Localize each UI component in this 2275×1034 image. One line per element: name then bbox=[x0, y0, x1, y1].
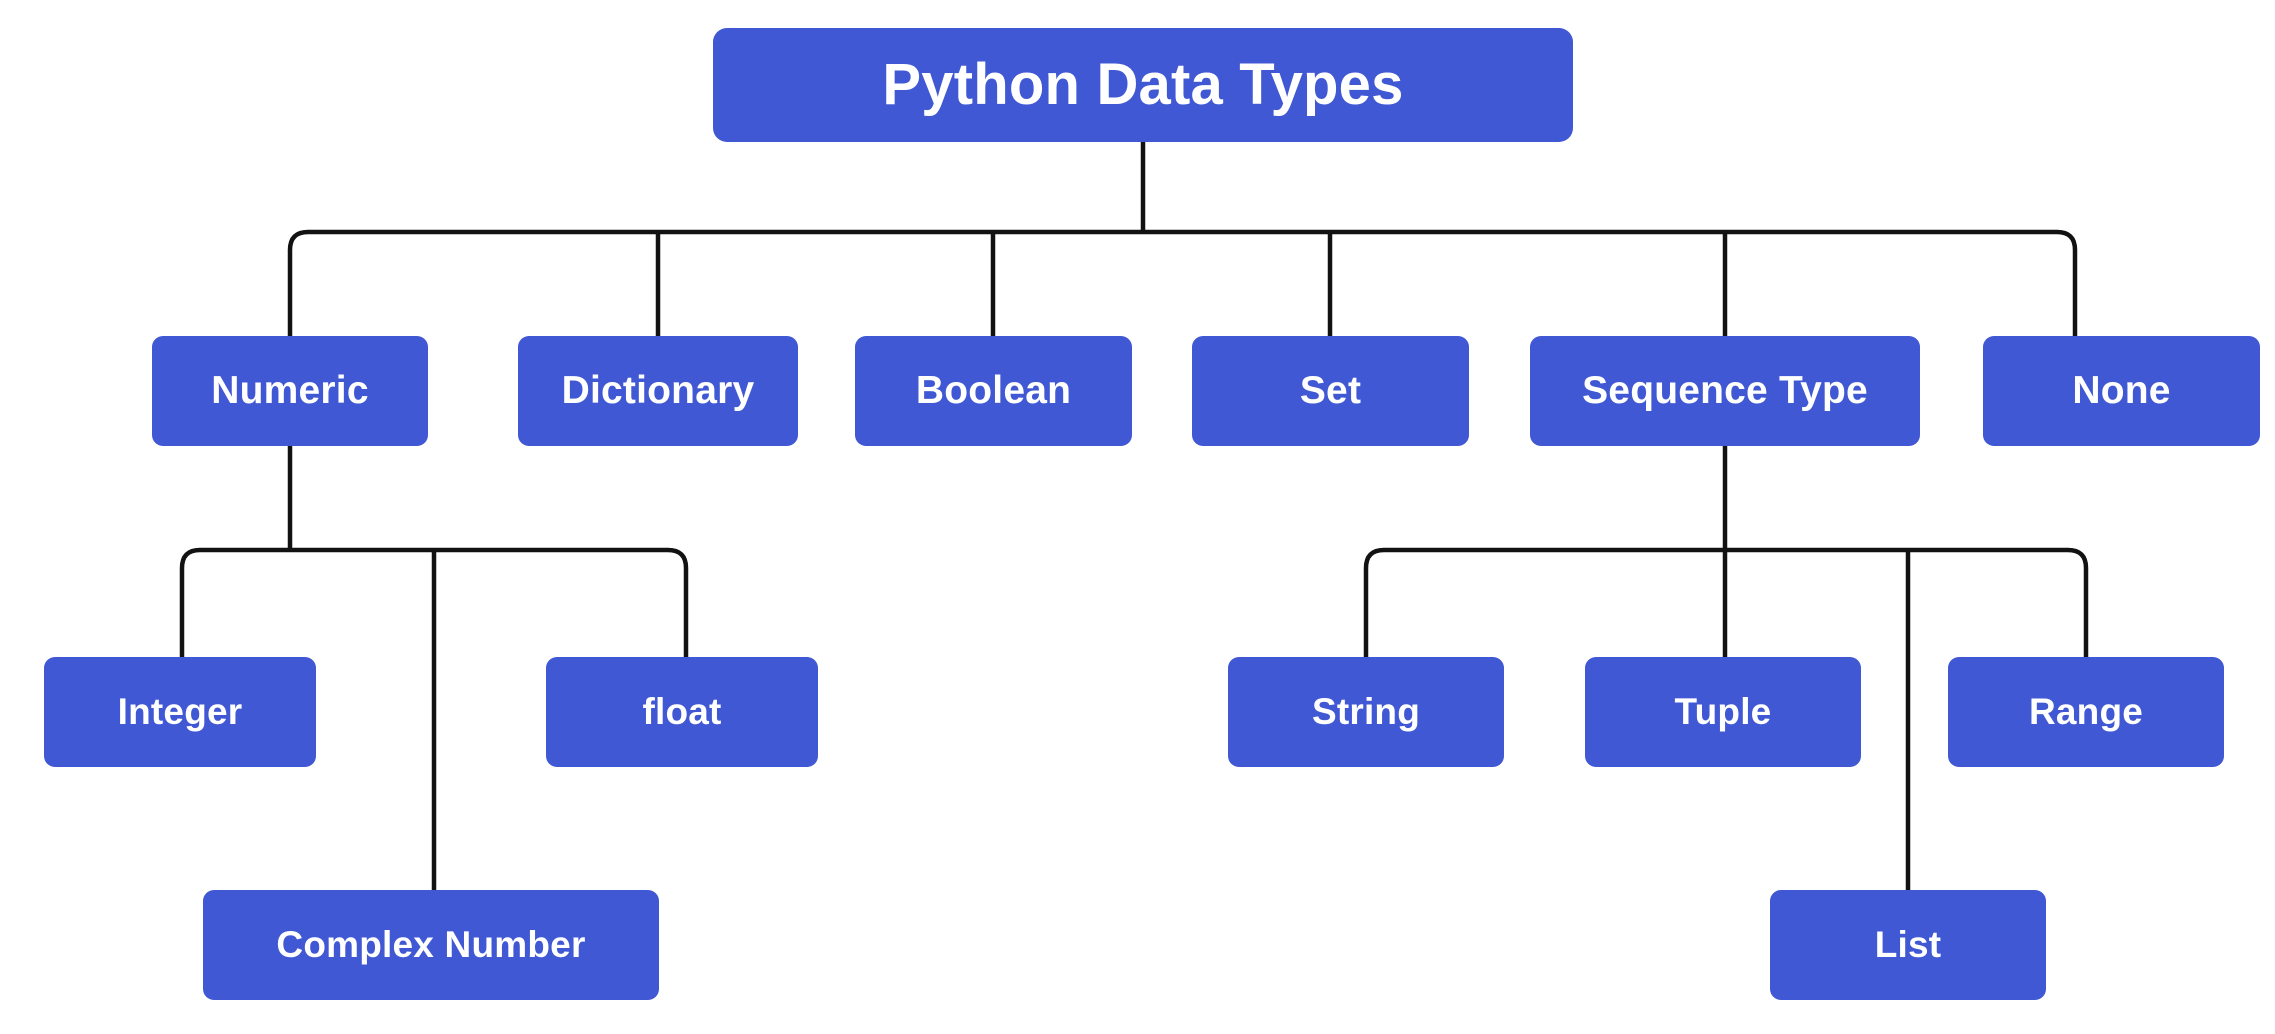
node-boolean[interactable]: Boolean bbox=[855, 336, 1132, 446]
node-boolean-label: Boolean bbox=[915, 368, 1072, 412]
node-root-label: Python Data Types bbox=[882, 51, 1404, 117]
edge-bus-sequence bbox=[1363, 547, 2089, 657]
node-float[interactable]: float bbox=[546, 657, 818, 767]
node-list-label: List bbox=[1874, 923, 1942, 965]
node-sequence-type[interactable]: Sequence Type bbox=[1530, 336, 1920, 446]
node-range[interactable]: Range bbox=[1948, 657, 2224, 767]
node-complex-number-label: Complex Number bbox=[276, 923, 586, 965]
node-integer[interactable]: Integer bbox=[44, 657, 316, 767]
node-integer-label: Integer bbox=[117, 690, 243, 732]
node-none-label: None bbox=[2072, 368, 2171, 412]
node-complex-number[interactable]: Complex Number bbox=[203, 890, 659, 1000]
node-string[interactable]: String bbox=[1228, 657, 1504, 767]
edge-bus-level1 bbox=[287, 229, 2078, 282]
node-set[interactable]: Set bbox=[1192, 336, 1469, 446]
node-tuple-label: Tuple bbox=[1674, 690, 1772, 732]
node-dictionary-label: Dictionary bbox=[561, 368, 755, 412]
node-none[interactable]: None bbox=[1983, 336, 2260, 446]
node-root[interactable]: Python Data Types bbox=[713, 28, 1573, 142]
node-string-label: String bbox=[1311, 690, 1421, 732]
node-numeric[interactable]: Numeric bbox=[152, 336, 428, 446]
node-float-label: float bbox=[642, 690, 722, 732]
node-dictionary[interactable]: Dictionary bbox=[518, 336, 798, 446]
node-list[interactable]: List bbox=[1770, 890, 2046, 1000]
node-tuple[interactable]: Tuple bbox=[1585, 657, 1861, 767]
edge-bus-numeric bbox=[179, 547, 689, 657]
node-numeric-label: Numeric bbox=[211, 368, 369, 412]
node-sequence-type-label: Sequence Type bbox=[1582, 368, 1868, 412]
node-range-label: Range bbox=[2028, 690, 2144, 732]
node-set-label: Set bbox=[1299, 368, 1362, 412]
